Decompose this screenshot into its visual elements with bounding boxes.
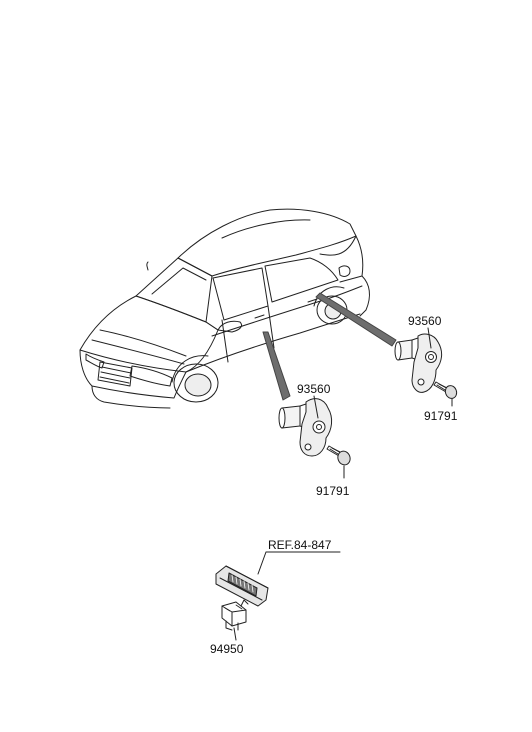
leader-93560-front	[313, 395, 319, 419]
leader-wedge-front	[262, 331, 291, 401]
bolt-rear	[433, 381, 458, 399]
label-ref: REF.84-847	[268, 538, 332, 552]
leader-94950	[233, 627, 237, 641]
label-91791-front: 91791	[316, 484, 350, 498]
leader-ref	[257, 551, 341, 575]
label-91791-rear: 91791	[424, 409, 458, 423]
door-switch-front	[278, 398, 333, 457]
label-93560-rear: 93560	[408, 314, 442, 328]
label-93560-front: 93560	[297, 382, 331, 396]
leader-93560-rear	[427, 327, 432, 349]
leader-wedge-rear	[315, 292, 397, 347]
car-illustration	[79, 208, 370, 409]
bolt-front	[326, 445, 351, 466]
console-switch-assembly	[215, 565, 269, 631]
door-switch-rear	[394, 333, 443, 393]
label-94950: 94950	[210, 642, 244, 656]
